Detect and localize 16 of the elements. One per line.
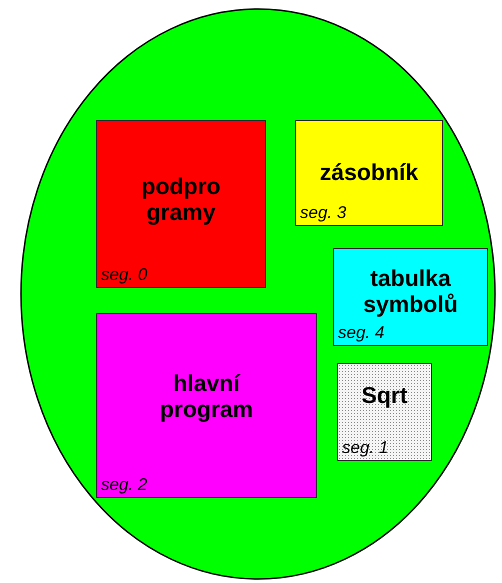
segment-label: seg. 2	[101, 475, 148, 495]
segment-title: hlavní program	[160, 370, 254, 422]
memory-segment-box	[333, 248, 488, 346]
segment-title: tabulka symbolů	[363, 265, 458, 317]
memory-segment-box	[96, 120, 266, 288]
segment-label: seg. 4	[338, 323, 384, 343]
segment-title: Sqrt	[362, 382, 408, 408]
segment-label: seg. 0	[101, 265, 148, 285]
segment-title: podpro gramy	[141, 173, 221, 225]
segment-label: seg. 3	[300, 203, 346, 223]
segment-title: zásobník	[320, 159, 418, 185]
ellipse-area	[20, 8, 496, 580]
memory-segment-box	[295, 120, 443, 226]
segment-label: seg. 1	[342, 438, 388, 458]
memory-segment-box	[337, 363, 432, 461]
memory-segment-box	[96, 313, 317, 498]
